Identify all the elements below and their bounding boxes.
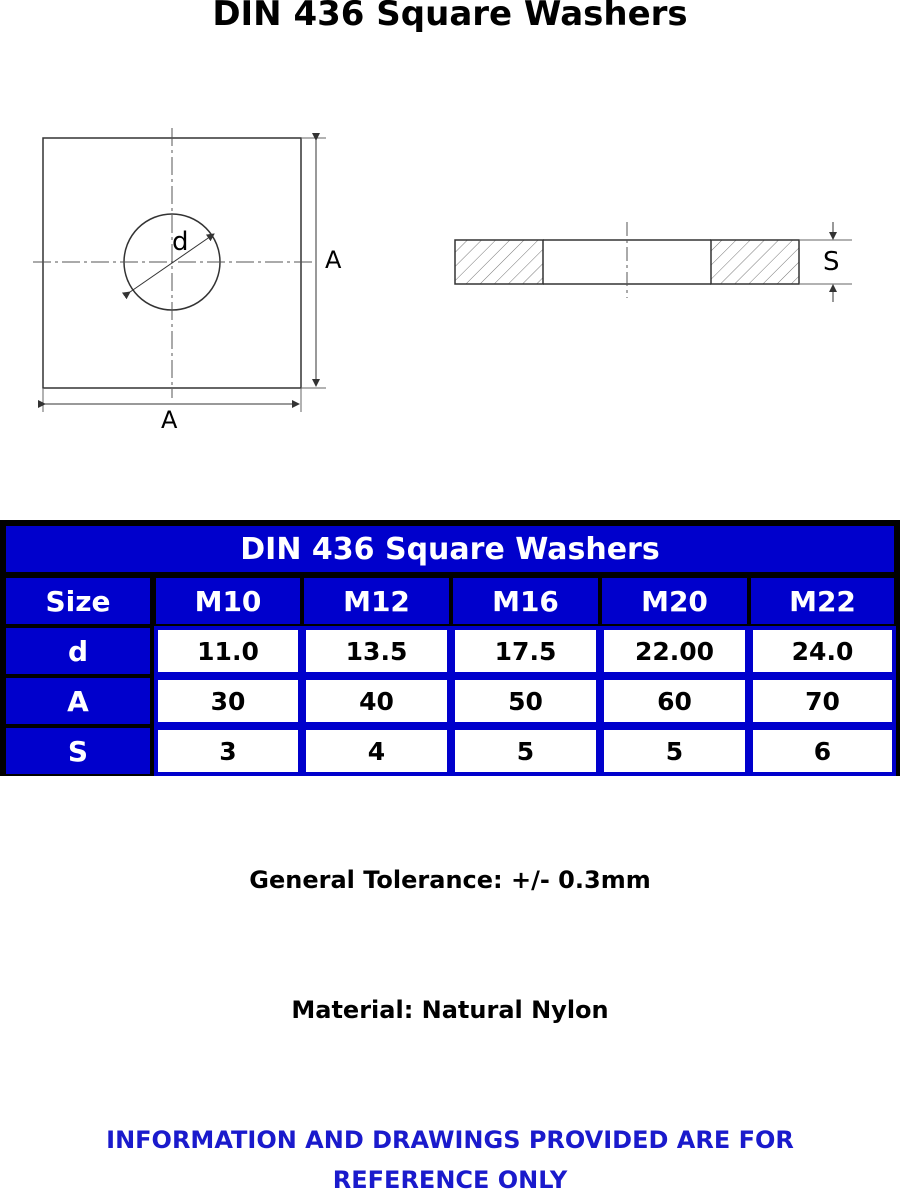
table-cell: 4 (302, 726, 451, 776)
column-header-m12: M12 (304, 578, 449, 624)
table-cell: 13.5 (302, 626, 451, 676)
width-label: A (161, 406, 178, 434)
table-cell: 6 (749, 726, 896, 776)
front-view: d A A (33, 128, 342, 434)
hatched-section-right (710, 239, 800, 285)
washer-technical-drawing: d A A S (33, 128, 852, 434)
table-cell: 70 (749, 676, 896, 726)
row-label-d: d (6, 628, 150, 674)
column-header-m10: M10 (156, 578, 300, 624)
thickness-label: S (823, 247, 840, 277)
column-header-m20: M20 (602, 578, 747, 624)
reference-disclaimer: INFORMATION AND DRAWINGS PROVIDED ARE FO… (106, 1126, 794, 1194)
diameter-dimension-line (121, 233, 215, 300)
material-note: Material: Natural Nylon (291, 996, 609, 1024)
row-label-a: A (6, 678, 150, 724)
tolerance-note: General Tolerance: +/- 0.3mm (249, 866, 651, 894)
height-label: A (325, 246, 342, 274)
table-cell: 17.5 (451, 626, 600, 676)
page-title: DIN 436 Square Washers (212, 0, 688, 34)
table-title: DIN 436 Square Washers (6, 526, 894, 572)
side-view: S (454, 222, 852, 302)
column-header-m22: M22 (751, 578, 894, 624)
table-cell: 50 (451, 676, 600, 726)
table-cell: 40 (302, 676, 451, 726)
table-cell: 60 (600, 676, 749, 726)
diameter-label: d (172, 227, 189, 257)
table-cell: 30 (154, 676, 302, 726)
table-cell: 3 (154, 726, 302, 776)
table-cell: 22.00 (600, 626, 749, 676)
table-cell: 24.0 (749, 626, 896, 676)
table-cell: 5 (600, 726, 749, 776)
row-label-s: S (6, 728, 150, 774)
table-cell: 5 (451, 726, 600, 776)
column-header-m16: M16 (453, 578, 598, 624)
table-cell: 11.0 (154, 626, 302, 676)
column-header-size: Size (6, 578, 150, 624)
hatched-section-left (454, 239, 544, 285)
